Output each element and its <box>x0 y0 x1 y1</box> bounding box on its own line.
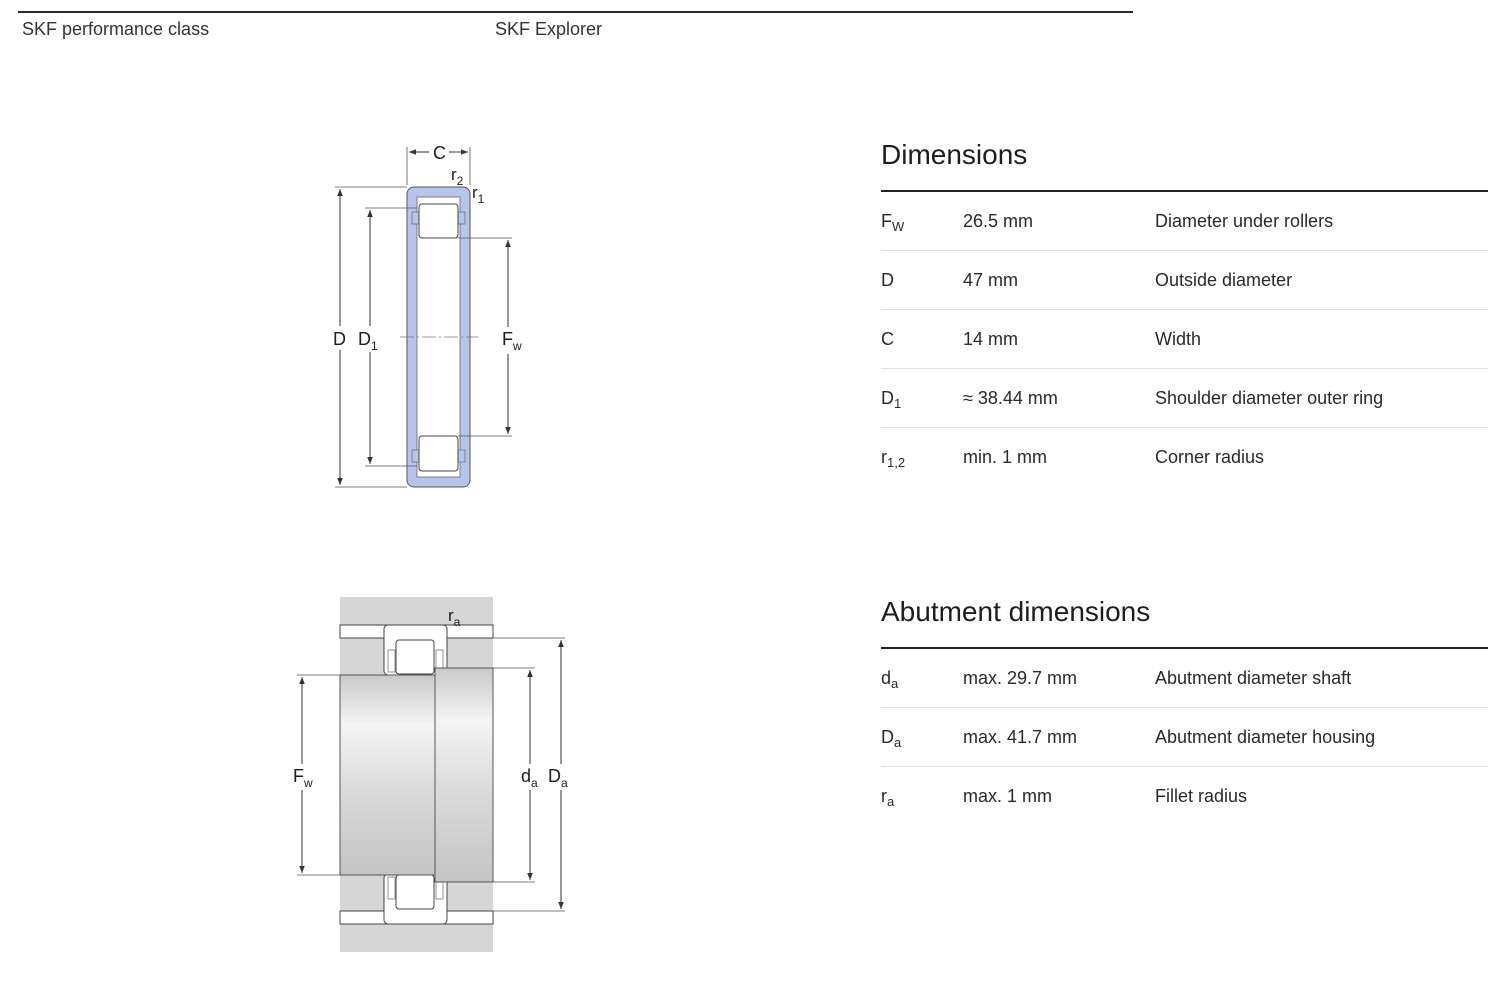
dim-label-da-shaft: da <box>521 766 538 790</box>
bearing-cross-section-diagram: C r2 r1 D D1 Fw <box>333 143 522 488</box>
spec-row: r1,2 min. 1 mm Corner radius <box>881 428 1488 486</box>
spec-symbol-subscript: a <box>887 794 895 809</box>
spec-description: Corner radius <box>1155 447 1265 467</box>
spec-row: C 14 mm Width <box>881 310 1488 369</box>
spec-symbol-subscript: a <box>891 676 899 691</box>
abutment-diagram: ra Fw da Da <box>293 597 568 952</box>
spec-value: max. 1 mm <box>963 786 1053 806</box>
dim-label-r1: r1 <box>472 183 485 206</box>
spec-row: D 47 mm Outside diameter <box>881 251 1488 310</box>
spec-row: Da max. 41.7 mm Abutment diameter housing <box>881 708 1488 767</box>
spec-symbol: r1,2 <box>881 447 905 470</box>
spec-symbol-letter: r <box>881 786 887 806</box>
dim-label-c: C <box>433 143 446 163</box>
dim-label-d: D <box>333 329 346 349</box>
spec-symbol-subscript: W <box>892 219 905 234</box>
spec-symbol: ra <box>881 786 894 809</box>
dim-label-r2: r2 <box>451 165 464 188</box>
spec-symbol: C <box>881 329 894 352</box>
spec-symbol: da <box>881 668 898 691</box>
shaft-shoulder <box>434 667 494 883</box>
spec-value: ≈ 38.44 mm <box>963 388 1058 408</box>
spec-symbol-letter: C <box>881 329 894 349</box>
spec-value: max. 29.7 mm <box>963 668 1078 688</box>
spec-symbol-letter: D <box>881 388 894 408</box>
spec-symbol-letter: F <box>881 211 892 231</box>
shaft <box>339 674 437 876</box>
spec-value: min. 1 mm <box>963 447 1048 467</box>
spec-description: Diameter under rollers <box>1155 211 1334 231</box>
spec-description: Abutment diameter housing <box>1155 727 1376 747</box>
dim-label-da-housing: Da <box>548 766 568 790</box>
dim-label-d1: D1 <box>358 329 378 353</box>
header-rule <box>18 11 1133 13</box>
spec-row: ra max. 1 mm Fillet radius <box>881 767 1488 825</box>
dim-label-fw: Fw <box>502 329 522 353</box>
section-rule <box>881 647 1488 649</box>
spec-description: Abutment diameter shaft <box>1155 668 1352 688</box>
spec-row: da max. 29.7 mm Abutment diameter shaft <box>881 649 1488 708</box>
spec-value: 26.5 mm <box>963 211 1034 231</box>
spec-description: Width <box>1155 329 1202 349</box>
spec-row: FW 26.5 mm Diameter under rollers <box>881 192 1488 251</box>
spec-symbol: Da <box>881 727 901 750</box>
spec-symbol: FW <box>881 211 904 234</box>
abutment-title: Abutment dimensions <box>881 596 1151 627</box>
dim-label-fw: Fw <box>293 766 313 790</box>
dim-label-ra: ra <box>448 606 461 629</box>
performance-class-label: SKF performance class <box>22 19 210 39</box>
spec-symbol: D1 <box>881 388 901 411</box>
spec-row: D1 ≈ 38.44 mm Shoulder diameter outer ring <box>881 369 1488 428</box>
dimensions-title: Dimensions <box>881 139 1028 170</box>
spec-symbol-subscript: 1,2 <box>887 455 906 470</box>
spec-description: Shoulder diameter outer ring <box>1155 388 1384 408</box>
spec-description: Fillet radius <box>1155 786 1248 806</box>
roller-bottom <box>418 435 459 472</box>
spec-value: 14 mm <box>963 329 1019 349</box>
spec-symbol: D <box>881 270 894 293</box>
spec-symbol-letter: D <box>881 270 894 290</box>
spec-value: 47 mm <box>963 270 1019 290</box>
dimensions-section: Dimensions FW 26.5 mm Diameter under rolle… <box>881 140 1488 486</box>
spec-symbol-letter: r <box>881 447 887 467</box>
spec-value: max. 41.7 mm <box>963 727 1078 747</box>
spec-symbol-letter: D <box>881 727 894 747</box>
section-rule <box>881 190 1488 192</box>
spec-symbol-subscript: 1 <box>894 396 902 411</box>
roller-top <box>418 203 459 239</box>
spec-symbol-letter: d <box>881 668 892 688</box>
performance-class-value: SKF Explorer <box>495 19 603 39</box>
spec-description: Outside diameter <box>1155 270 1293 290</box>
spec-symbol-subscript: a <box>894 735 902 750</box>
